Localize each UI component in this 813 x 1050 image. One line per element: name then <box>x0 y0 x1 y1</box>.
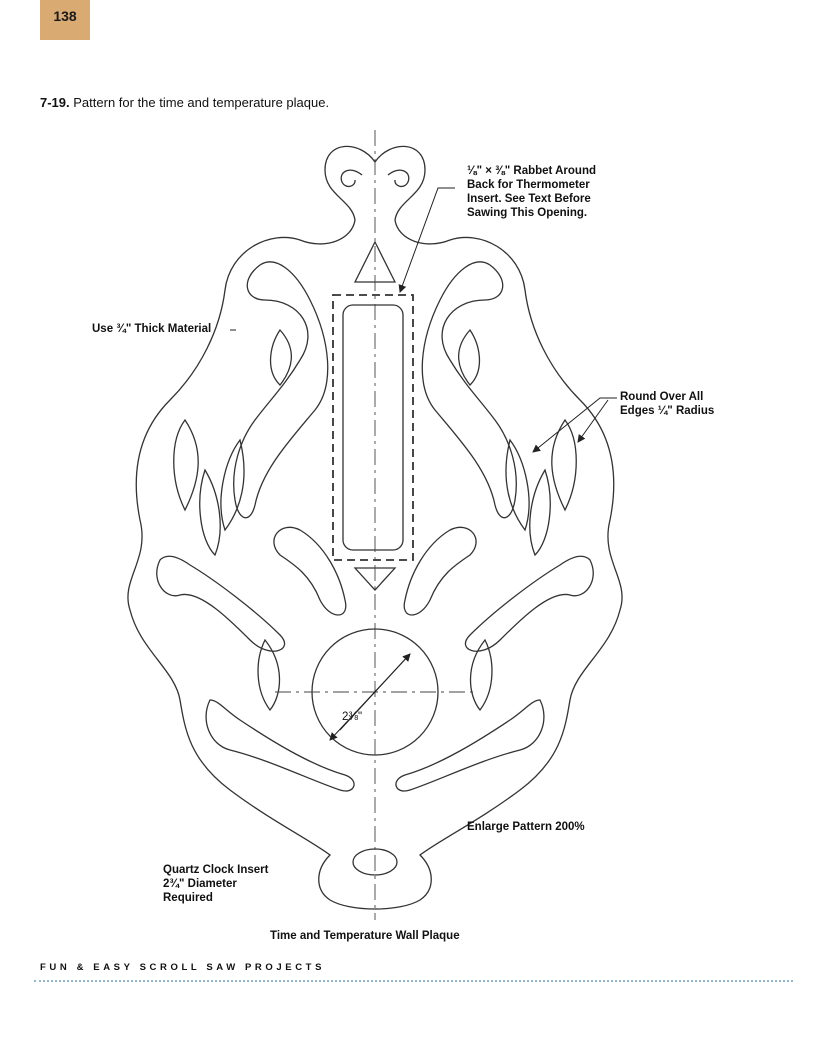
round-over-leader-1 <box>532 397 617 453</box>
rabbet-note-line: Insert. See Text Before <box>467 193 591 205</box>
round-over-note-line: Edges ¼" Radius <box>620 405 715 417</box>
rabbet-note-line: ⅛" × ⅜" Rabbet Around <box>467 165 597 177</box>
footer-book-title: FUN & EASY SCROLL SAW PROJECTS <box>40 962 326 973</box>
rabbet-note-line: Sawing This Opening. <box>467 207 588 219</box>
clock-note: Quartz Clock Insert 2¾" Diameter Require… <box>163 863 268 905</box>
enlarge-note: Enlarge Pattern 200% <box>467 821 585 833</box>
clock-note-line: 2¾" Diameter <box>163 878 237 890</box>
page-number: 138 <box>53 8 77 24</box>
material-note: Use ¾" Thick Material <box>92 323 212 335</box>
thermometer-opening <box>342 304 404 551</box>
footer-dotted-rule <box>34 980 793 982</box>
rabbet-outline <box>332 294 414 561</box>
plaque-outline <box>127 145 623 910</box>
round-over-leader-2 <box>577 399 609 443</box>
page-number-tab: 138 <box>40 0 90 40</box>
round-over-note-line: Round Over All <box>620 391 704 403</box>
figure-caption-text: Pattern for the time and temperature pla… <box>73 95 330 110</box>
clock-note-line: Required <box>163 892 213 904</box>
round-over-note: Round Over All Edges ¼" Radius <box>620 390 714 418</box>
rabbet-note: ⅛" × ⅜" Rabbet Around Back for Thermomet… <box>467 164 596 220</box>
clock-note-line: Quartz Clock Insert <box>163 864 269 876</box>
diameter-label: 2⅜" <box>342 711 363 723</box>
figure-number: 7-19. <box>40 95 70 110</box>
pattern-title: Time and Temperature Wall Plaque <box>270 930 460 942</box>
rabbet-note-line: Back for Thermometer <box>467 179 590 191</box>
rabbet-leader <box>398 187 455 293</box>
figure-caption: 7-19. Pattern for the time and temperatu… <box>40 95 329 110</box>
